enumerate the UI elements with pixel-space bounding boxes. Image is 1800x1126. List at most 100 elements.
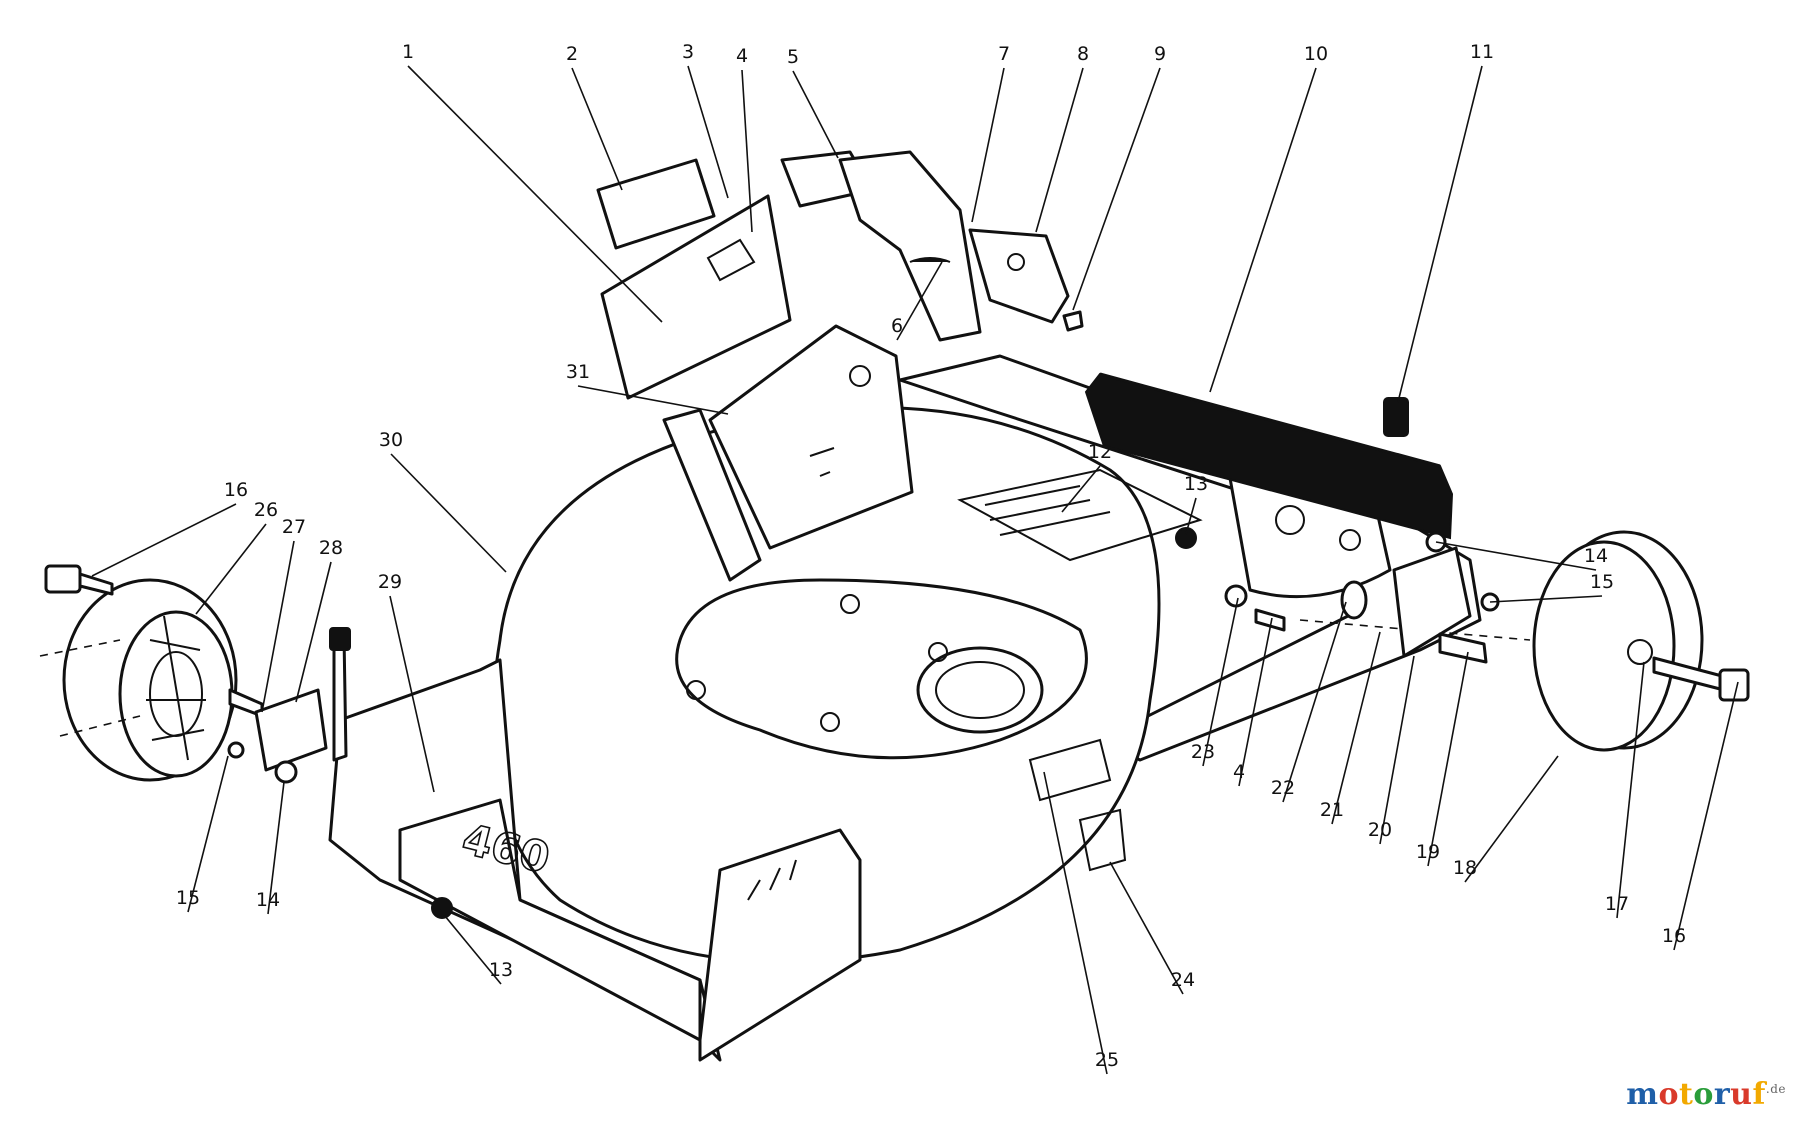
callout-leader-17 bbox=[1616, 661, 1645, 919]
watermark-letter: r bbox=[1713, 1077, 1731, 1112]
callout-number-13: 13 bbox=[1184, 473, 1208, 495]
callout-number-24: 24 bbox=[1171, 969, 1195, 991]
callout-number-3: 3 bbox=[682, 41, 694, 63]
callout-number-4: 4 bbox=[1233, 761, 1245, 783]
callout-number-12: 12 bbox=[1088, 441, 1112, 463]
callout-number-15: 15 bbox=[176, 887, 200, 909]
height-adjuster-bracket bbox=[254, 627, 351, 772]
callout-number-15: 15 bbox=[1590, 571, 1614, 593]
watermark-letter: t bbox=[1678, 1077, 1694, 1112]
callout-leader-21 bbox=[1331, 631, 1381, 825]
callout-leader-27 bbox=[261, 540, 295, 713]
watermark-letter: m bbox=[1626, 1077, 1659, 1112]
callout-leader-14 bbox=[267, 781, 285, 915]
spacer-washer bbox=[1340, 580, 1368, 620]
mower-deck-housing bbox=[328, 354, 1482, 1062]
callout-number-4: 4 bbox=[736, 45, 748, 67]
callout-leader-18 bbox=[1464, 755, 1559, 883]
callout-number-8: 8 bbox=[1077, 43, 1089, 65]
watermark-letter: o bbox=[1658, 1077, 1679, 1112]
rear-right-wheel bbox=[1299, 530, 1704, 752]
callout-number-20: 20 bbox=[1368, 819, 1392, 841]
watermark-letter: f bbox=[1752, 1077, 1766, 1112]
callout-number-7: 7 bbox=[998, 43, 1010, 65]
callout-number-17: 17 bbox=[1605, 893, 1629, 915]
callout-number-9: 9 bbox=[1154, 43, 1166, 65]
callout-leader-6 bbox=[896, 261, 943, 341]
watermark-suffix: .de bbox=[1765, 1082, 1786, 1096]
callout-leader-4 bbox=[1238, 617, 1273, 787]
callout-leader-25 bbox=[1043, 771, 1108, 1075]
callout-leader-12 bbox=[1061, 465, 1101, 513]
callout-number-21: 21 bbox=[1320, 799, 1344, 821]
callout-leader-15 bbox=[1489, 595, 1603, 603]
callout-number-16: 16 bbox=[224, 479, 248, 501]
callout-leader-22 bbox=[1282, 601, 1347, 803]
nut-left bbox=[274, 760, 298, 784]
rear-flap bbox=[1084, 372, 1454, 540]
pivot-bushing bbox=[1224, 584, 1248, 608]
front-left-wheel bbox=[39, 578, 238, 782]
callout-leader-23 bbox=[1202, 597, 1239, 767]
callout-number-14: 14 bbox=[1584, 545, 1608, 567]
callout-leader-29 bbox=[389, 595, 435, 793]
callout-number-5: 5 bbox=[787, 46, 799, 68]
callout-leader-5 bbox=[792, 70, 839, 159]
deck-nut-top bbox=[1175, 527, 1197, 549]
flap-clip bbox=[1383, 397, 1409, 437]
handle-bracket-assembly bbox=[780, 150, 1070, 342]
callout-number-10: 10 bbox=[1304, 43, 1328, 65]
washer-left bbox=[227, 741, 245, 759]
callout-leader-3 bbox=[687, 65, 729, 199]
decal-plate bbox=[596, 158, 716, 250]
watermark-logo: motoruf.de bbox=[1626, 1077, 1786, 1112]
callout-number-31: 31 bbox=[566, 361, 590, 383]
callout-number-11: 11 bbox=[1470, 41, 1494, 63]
callout-leader-7 bbox=[971, 67, 1005, 223]
wheel-bolt-left bbox=[44, 564, 114, 596]
callout-leader-16 bbox=[1673, 681, 1739, 951]
callout-leader-15 bbox=[187, 755, 229, 913]
watermark-letter: o bbox=[1693, 1077, 1714, 1112]
cover-plate bbox=[600, 194, 792, 400]
callout-leader-4 bbox=[741, 69, 753, 233]
bracket-screw bbox=[1254, 608, 1286, 632]
callout-leader-30 bbox=[390, 453, 507, 573]
callout-number-2: 2 bbox=[566, 43, 578, 65]
callout-leader-13 bbox=[439, 909, 502, 985]
callout-number-22: 22 bbox=[1271, 777, 1295, 799]
callout-leader-13 bbox=[1185, 497, 1197, 535]
callout-leader-20 bbox=[1379, 655, 1415, 845]
callout-leader-28 bbox=[295, 561, 332, 703]
rear-axle-bolt bbox=[1438, 632, 1488, 664]
callout-number-13: 13 bbox=[489, 959, 513, 981]
callout-number-18: 18 bbox=[1453, 857, 1477, 879]
callout-number-16: 16 bbox=[1662, 925, 1686, 947]
bracket-screw-9 bbox=[1062, 310, 1084, 332]
callout-number-23: 23 bbox=[1191, 741, 1215, 763]
callout-number-30: 30 bbox=[379, 429, 403, 451]
callout-number-26: 26 bbox=[254, 499, 278, 521]
callout-number-28: 28 bbox=[319, 537, 343, 559]
callout-leader-26 bbox=[195, 523, 267, 615]
callout-number-25: 25 bbox=[1095, 1049, 1119, 1071]
callout-leader-24 bbox=[1109, 861, 1184, 995]
callout-number-27: 27 bbox=[282, 516, 306, 538]
callout-number-19: 19 bbox=[1416, 841, 1440, 863]
callout-number-29: 29 bbox=[378, 571, 402, 593]
callout-leader-8 bbox=[1035, 67, 1084, 233]
deck-nut-bottom bbox=[431, 897, 453, 919]
callout-leader-14 bbox=[1435, 541, 1597, 571]
callout-number-6: 6 bbox=[891, 315, 903, 337]
callout-leader-11 bbox=[1397, 65, 1483, 403]
callout-leader-2 bbox=[571, 67, 623, 191]
callout-leader-19 bbox=[1427, 651, 1469, 867]
callout-leader-1 bbox=[407, 65, 663, 323]
callout-leader-16 bbox=[91, 503, 237, 577]
rear-axle-bracket bbox=[1392, 546, 1472, 658]
callout-leader-9 bbox=[1072, 67, 1161, 311]
discharge-door bbox=[708, 324, 914, 550]
callout-leader-10 bbox=[1209, 67, 1317, 393]
